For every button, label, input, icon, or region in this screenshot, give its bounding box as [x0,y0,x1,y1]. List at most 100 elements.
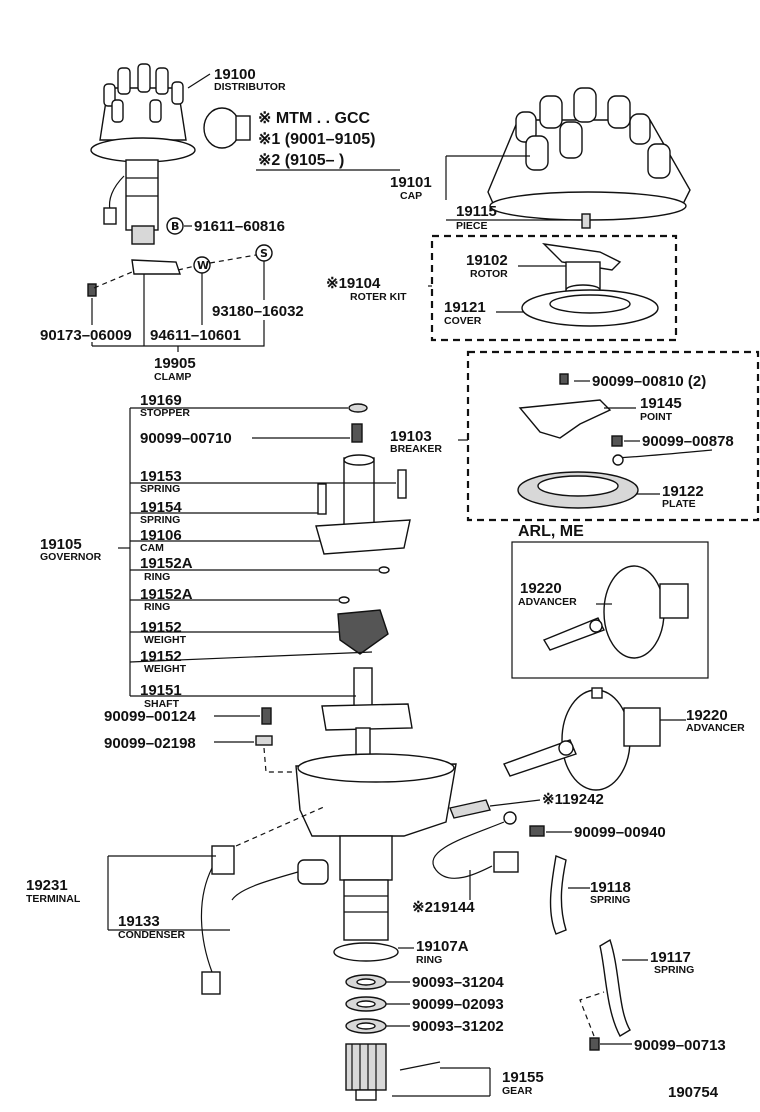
label-washer1-pn: 90093–31204 [412,974,504,991]
label-weight1-pn: 19152 [140,619,182,636]
label-clamp-name: CLAMP [154,371,191,383]
washer1-hole [356,978,376,986]
label-advancer1-name: ADVANCER [518,596,577,608]
label-gear-name: GEAR [502,1085,533,1097]
washer3-hole [356,1022,376,1030]
rotor-kit-box [430,234,678,342]
screw-00124-illustration [261,707,272,725]
label-cover-name: COVER [444,315,482,327]
symbol-b: B [171,220,179,233]
label-piece-name: PIECE [456,220,488,232]
label-cap-pn: 19101 [390,174,432,191]
label-screw4-pn: 90099–00124 [104,708,196,725]
label-advancer2-name: ADVANCER [686,722,745,734]
label-c1-pn: 90173–06009 [40,327,132,344]
leader-distributor [187,73,211,89]
label-c2-pn: 94611–10601 [150,327,241,344]
label-distributor-name: DISTRIBUTOR [214,81,286,93]
label-governor-pn: 19105 [40,536,82,553]
ring1-illustration [378,566,390,574]
leader-clamp-screw [93,271,133,289]
label-washer2-pn: 90099–02093 [412,996,504,1013]
legend: ※ MTM . . GCC ※1 (9001–9105) ※2 (9105– ) [256,110,400,171]
point-illustration [518,373,713,466]
label-spring3-name: SPRING [590,894,630,906]
label-weight2-name: WEIGHT [144,663,187,675]
symbol-s: S [260,247,268,260]
cam-illustration [315,454,411,555]
distributor-illustration [87,63,251,297]
label-screw6-pn: 90099–00940 [574,824,666,841]
label-ring3-pn: 19107A [416,938,469,955]
leader-terminal-dash [235,805,327,847]
label-breaker-pn: 19103 [390,428,432,445]
housing-illustration [295,753,457,941]
screw-02198-illustration [255,735,273,746]
legend-line-0: ※ MTM . . GCC [258,110,371,127]
label-clamp-pn: 19905 [154,355,196,372]
stopper-illustration [348,403,368,413]
label-19144-pn: ※219144 [412,899,475,916]
symbol-w: W [197,259,209,272]
label-weight2-pn: 19152 [140,648,182,665]
label-ring3-name: RING [416,954,442,966]
leader-w-dash [177,265,196,271]
part-19242-illustration [449,799,491,819]
gear-illustration [345,1043,441,1101]
screw-00713-illustration [589,1037,600,1051]
label-breaker-name: BREAKER [390,443,442,455]
terminal-illustration [200,845,329,995]
plate-illustration [517,471,639,509]
label-advancer2-pn: 19220 [686,707,728,724]
label-rotorkit-pn: ※19104 [326,275,381,292]
label-cover-pn: 19121 [444,299,486,316]
leader-s-dash [209,254,257,264]
label-rotorkit-name: ROTER KIT [350,291,407,303]
label-governor-name: GOVERNOR [40,551,102,563]
label-spring4-name: SPRING [654,964,694,976]
legend-line-1: ※1 (9001–9105) [258,131,376,148]
cap-illustration [487,87,691,229]
leader-weight2 [129,651,373,663]
arl-me-box [511,541,709,679]
label-plate-pn: 19122 [662,483,704,500]
label-spring1-name: SPRING [140,483,180,495]
rotor-illustration [542,243,622,296]
label-shaft-name: SHAFT [144,698,180,710]
lead-19144-illustration [432,811,519,879]
bracket-clamp [92,274,265,347]
label-plate-name: PLATE [662,498,696,510]
label-screw2-pn: 90099–00878 [642,433,734,450]
label-weight1-name: WEIGHT [144,634,187,646]
label-ring1-pn: 19152A [140,555,193,572]
label-distributor-pn: 19100 [214,66,256,83]
label-b-pn: 91611–60816 [194,218,285,235]
label-s-pn: 93180–16032 [212,303,304,320]
label-rotor-pn: 19102 [466,252,508,269]
label-cap-name: CAP [400,190,422,202]
leader-screw7-dash [579,991,605,1037]
label-spring4-pn: 19117 [650,949,691,966]
leader-19242 [489,799,541,807]
ring2-illustration [338,596,350,604]
weight-illustration [337,609,389,655]
label-spring2-name: SPRING [140,514,180,526]
label-cam-pn: 19106 [140,527,182,544]
figure-number: 190754 [668,1084,719,1101]
label-advancer1-pn: 19220 [520,580,562,597]
breaker-box [466,350,760,522]
washer2-hole [356,1000,376,1008]
spring-19118-illustration [549,855,567,935]
label-spring1-pn: 19153 [140,468,182,485]
label-gear-pn: 19155 [502,1069,544,1086]
cover-illustration [521,289,659,327]
spring-19117-illustration [599,938,631,1037]
arl-me-title: ARL, ME [518,523,584,540]
symbol-b-circle [166,217,184,235]
label-point-pn: 19145 [640,395,682,412]
label-screw3-pn: 90099–00710 [140,430,232,447]
label-screw7-pn: 90099–00713 [634,1037,726,1054]
advancer1-illustration [542,565,689,659]
ring3-illustration [333,942,399,962]
